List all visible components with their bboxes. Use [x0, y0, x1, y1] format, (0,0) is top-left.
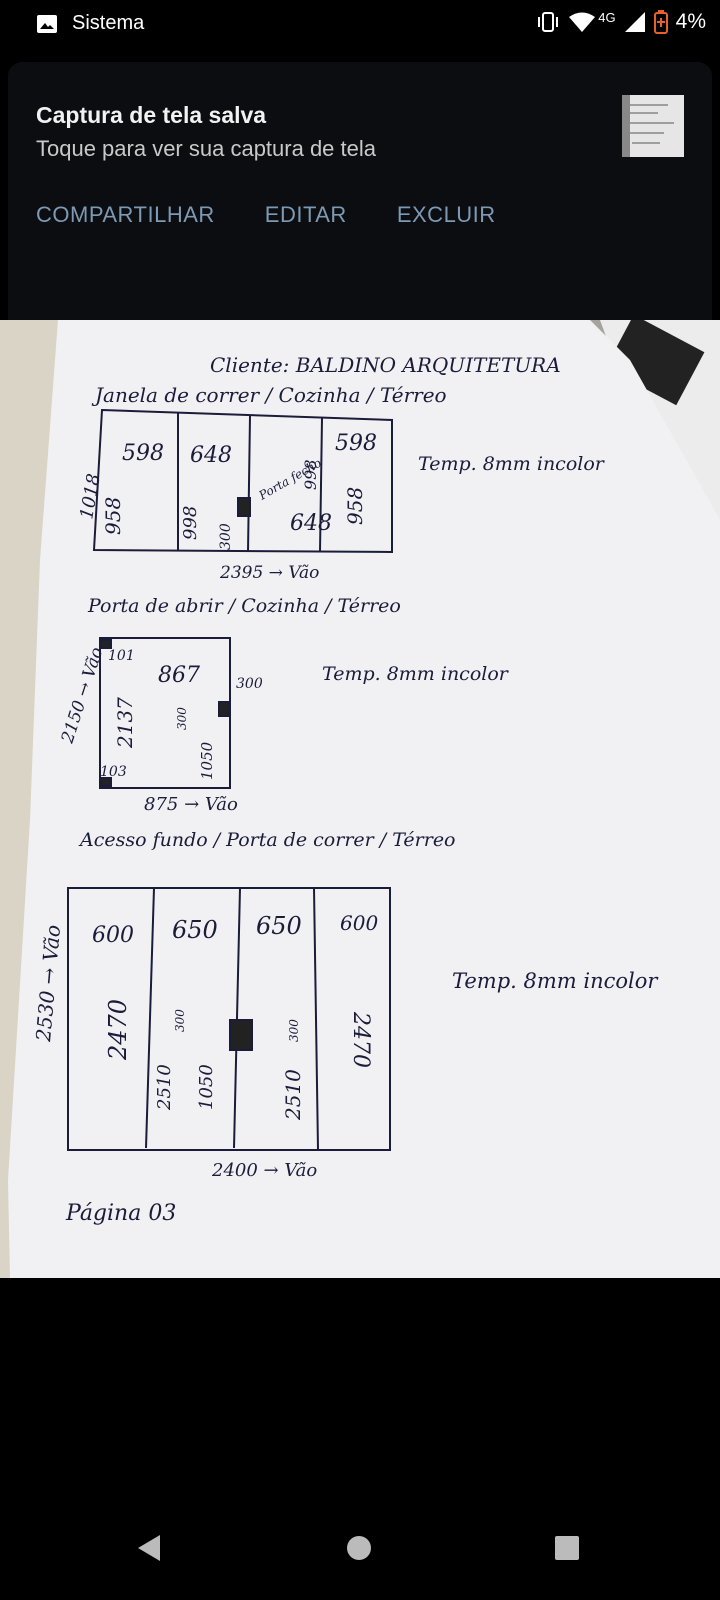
- s2-note: Temp. 8mm incolor: [322, 663, 510, 685]
- s2-300-a: 300: [175, 707, 189, 730]
- s3-2470-a: 2470: [104, 999, 132, 1061]
- image-icon: [37, 14, 57, 33]
- battery-icon: [653, 10, 668, 34]
- paper-sheet: [8, 320, 720, 1278]
- home-icon[interactable]: [344, 1532, 374, 1564]
- status-bar: Sistema 4G 4%: [0, 0, 720, 48]
- s3-width: 2400 → Vão: [211, 1160, 317, 1181]
- signal-icon: [624, 12, 645, 32]
- navigation-bar: [0, 1510, 720, 1600]
- door-drawing-2: [99, 637, 231, 789]
- window-drawing-1: [92, 408, 393, 554]
- s2-101: 101: [108, 648, 135, 664]
- s3-top-0: 600: [92, 923, 134, 948]
- screenshot-notification[interactable]: Captura de tela salva Toque para ver sua…: [8, 62, 712, 320]
- s3-2510-b: 2510: [281, 1069, 305, 1121]
- section3-title: Acesso fundo / Porta de correr / Térreo: [78, 829, 456, 851]
- battery-percent: 4%: [675, 10, 706, 33]
- s2-103: 103: [100, 764, 127, 780]
- s1-998-a: 998: [180, 506, 201, 540]
- notification-text: Toque para ver sua captura de tela: [36, 136, 377, 161]
- s3-1050: 1050: [196, 1064, 217, 1110]
- s3-top-2: 650: [256, 912, 302, 940]
- vibrate-icon: [538, 12, 559, 32]
- s1-right-958: 958: [343, 487, 367, 525]
- door-drawing-3: [67, 887, 391, 1151]
- s2-300-b: 300: [236, 676, 263, 692]
- edit-button[interactable]: EDITAR: [264, 202, 347, 227]
- s3-note: Temp. 8mm incolor: [452, 969, 659, 993]
- screenshot-photo: Cliente: BALDINO ARQUITETURA Janela de c…: [0, 320, 720, 1278]
- s2-867: 867: [158, 663, 200, 688]
- back-icon[interactable]: [134, 1532, 164, 1564]
- s3-2510-a: 2510: [154, 1064, 175, 1111]
- s1-width: 2395 → Vão: [219, 563, 319, 583]
- client-header: Cliente: BALDINO ARQUITETURA: [210, 353, 561, 377]
- section1-title: Janela de correr / Cozinha / Térreo: [91, 383, 447, 407]
- s3-300-a: 300: [173, 1009, 187, 1032]
- s3-300-b: 300: [287, 1019, 301, 1042]
- screenshot-thumbnail[interactable]: [622, 95, 684, 157]
- app-name: Sistema: [72, 12, 145, 34]
- network-type: 4G: [598, 9, 616, 25]
- delete-button[interactable]: EXCLUIR: [396, 202, 496, 227]
- s1-998-b: 998: [301, 459, 320, 490]
- s3-top-3: 600: [340, 911, 378, 935]
- s1-top-2: 598: [335, 431, 377, 456]
- s1-mid-648: 648: [290, 511, 332, 536]
- s1-left-958: 958: [101, 497, 125, 535]
- s2-width: 875 → Vão: [144, 794, 238, 815]
- wifi-icon: [569, 12, 596, 32]
- s1-300: 300: [218, 523, 234, 550]
- s2-1050: 1050: [198, 741, 216, 780]
- s3-top-1: 650: [172, 916, 218, 944]
- section2-title: Porta de abrir / Cozinha / Térreo: [87, 595, 401, 617]
- s1-top-0: 598: [122, 441, 164, 466]
- share-button[interactable]: COMPARTILHAR: [36, 202, 215, 227]
- page-number: Página 03: [65, 1201, 176, 1226]
- s2-2137: 2137: [113, 697, 137, 749]
- s1-note: Temp. 8mm incolor: [418, 453, 606, 475]
- s1-top-1: 648: [190, 443, 232, 468]
- notification-title: Captura de tela salva: [36, 102, 267, 128]
- s3-2470-b: 2470: [348, 1011, 373, 1068]
- recents-icon[interactable]: [552, 1532, 582, 1564]
